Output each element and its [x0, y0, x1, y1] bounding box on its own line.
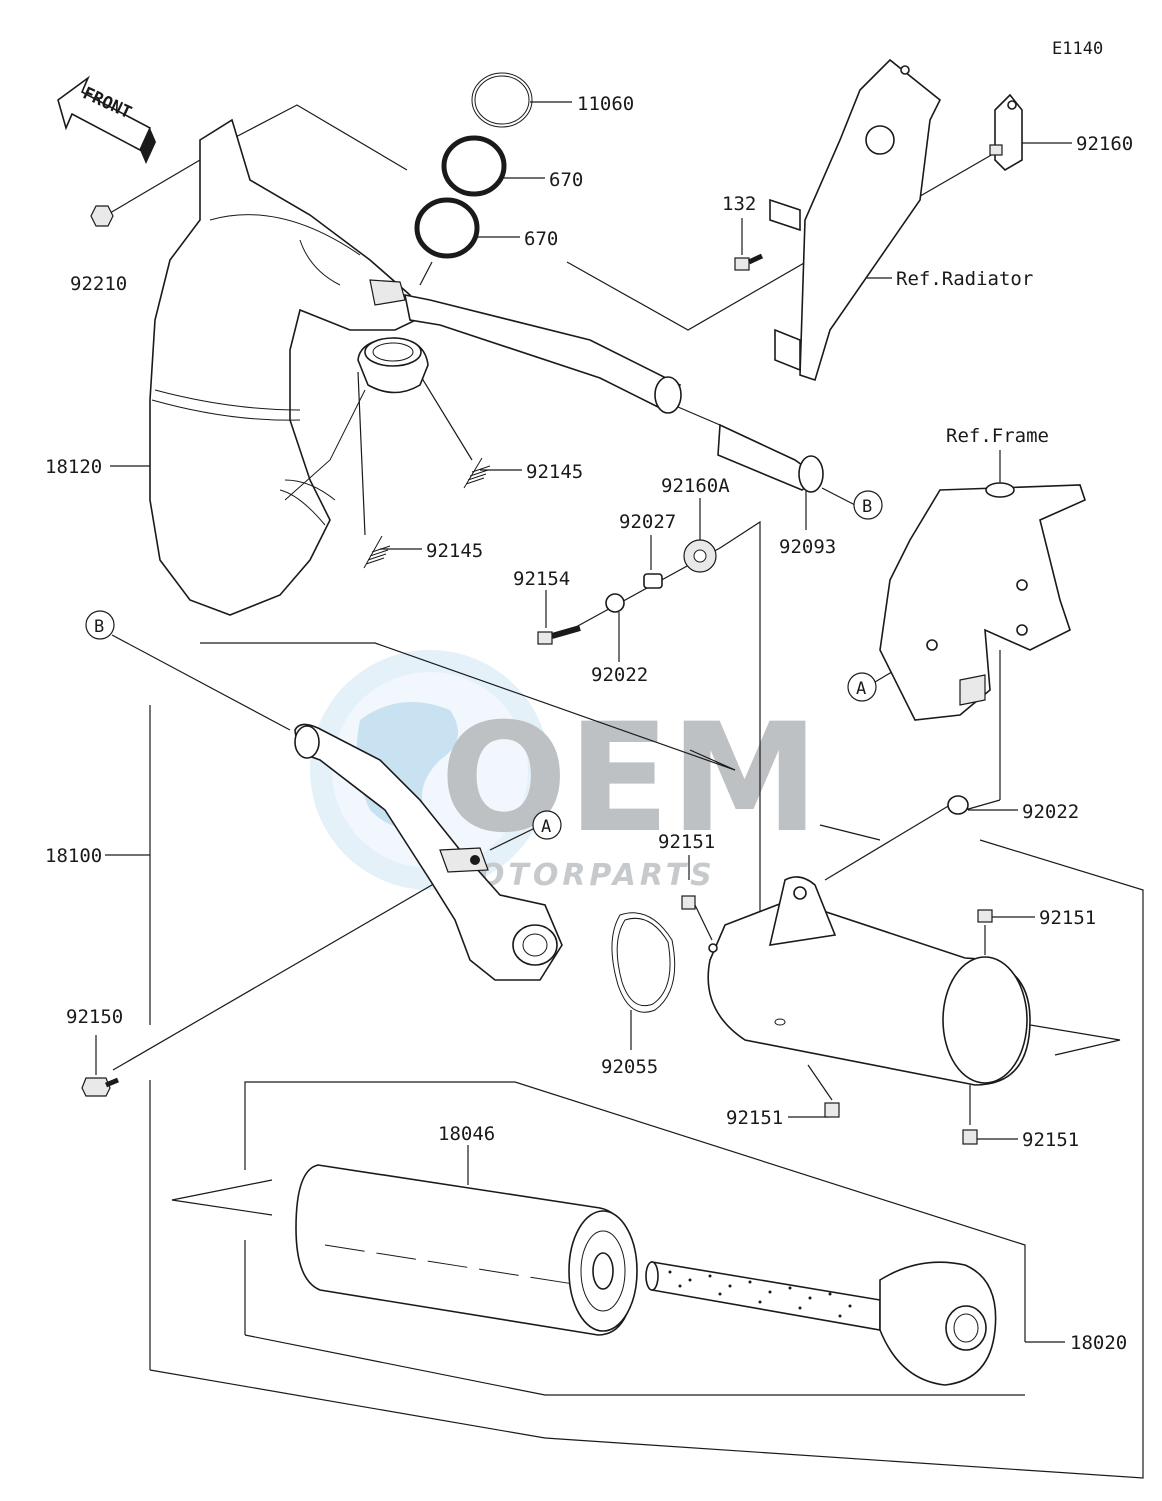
callout-b-upper: B	[853, 490, 883, 520]
bolt-92154	[537, 625, 581, 645]
grommet-92160A	[683, 539, 717, 573]
expansion-chamber-18120	[149, 118, 422, 616]
label-92154: 92154	[513, 568, 570, 590]
label-11060: 11060	[577, 93, 634, 115]
label-92151-upper: 92151	[658, 831, 715, 853]
muffler-body	[707, 876, 1031, 1086]
label-92093: 92093	[779, 536, 836, 558]
label-92151-bottom-left: 92151	[726, 1107, 783, 1129]
callout-a-frame: A	[847, 672, 877, 702]
svg-text:A: A	[856, 679, 866, 699]
svg-text:B: B	[94, 617, 104, 637]
label-18020: 18020	[1070, 1332, 1127, 1354]
damper-92160	[989, 93, 1023, 172]
label-92027: 92027	[619, 511, 676, 533]
label-132: 132	[722, 193, 756, 215]
part-labels: 11060 670 670 92160 132 Ref.Radiator 922…	[45, 93, 1133, 1354]
label-92160: 92160	[1076, 133, 1133, 155]
front-arrow-icon: FRONT	[57, 75, 156, 164]
svg-text:A: A	[541, 817, 551, 837]
label-18100: 18100	[45, 845, 102, 867]
label-92151-bottom-right: 92151	[1022, 1129, 1079, 1151]
label-92151-right-top: 92151	[1039, 907, 1096, 929]
callout-a-pipe: A	[532, 810, 562, 840]
spring-92145-lower-icon	[363, 535, 391, 569]
label-92145-upper: 92145	[526, 461, 583, 483]
sleeve-92093	[717, 423, 824, 493]
label-92022-upper: 92022	[591, 664, 648, 686]
bolt-92151-bottom-right	[962, 1129, 978, 1145]
frame-section	[879, 482, 1086, 721]
washer-92022-upper	[605, 593, 625, 613]
o-ring-670-lower	[414, 197, 480, 259]
callout-b-lower: B	[85, 610, 115, 640]
collar-92027	[643, 573, 663, 589]
label-92055: 92055	[601, 1056, 658, 1078]
label-ref-radiator: Ref.Radiator	[896, 268, 1033, 290]
label-92160A: 92160A	[661, 475, 730, 497]
svg-text:B: B	[862, 497, 872, 517]
label-18120: 18120	[45, 456, 102, 478]
bolt-92151-upper	[681, 895, 696, 910]
silencer-outer-18046	[295, 1164, 638, 1336]
connecting-pipe	[403, 293, 682, 414]
o-ring-670-upper	[441, 135, 507, 197]
head-pipe-flange	[284, 337, 429, 501]
bolt-92151-bottom-left	[824, 1102, 840, 1118]
label-670-lower: 670	[524, 228, 558, 250]
label-18046: 18046	[438, 1123, 495, 1145]
spring-92145-upper-icon	[463, 457, 491, 489]
label-92150: 92150	[66, 1006, 123, 1028]
nut-92210	[90, 205, 114, 227]
bolt-92151-right-top	[977, 909, 993, 923]
bolt-92150	[81, 1077, 119, 1097]
bolt-132	[734, 253, 764, 271]
radiator-bracket	[769, 58, 942, 382]
label-92145-lower: 92145	[426, 540, 483, 562]
label-92022-lower: 92022	[1022, 801, 1079, 823]
tail-pipe-18100	[294, 723, 563, 981]
washer-92022-lower	[947, 795, 969, 815]
diagram-code: E1140	[1052, 39, 1103, 59]
label-670-upper: 670	[549, 169, 583, 191]
label-ref-frame: Ref.Frame	[946, 425, 1049, 447]
gasket-11060	[471, 72, 533, 128]
gasket-92055	[611, 912, 676, 1013]
watermark-logo: OEM	[440, 692, 819, 866]
leader-lines	[95, 101, 1144, 1479]
inner-pipe-18020	[645, 1261, 997, 1386]
label-92210: 92210	[70, 273, 127, 295]
